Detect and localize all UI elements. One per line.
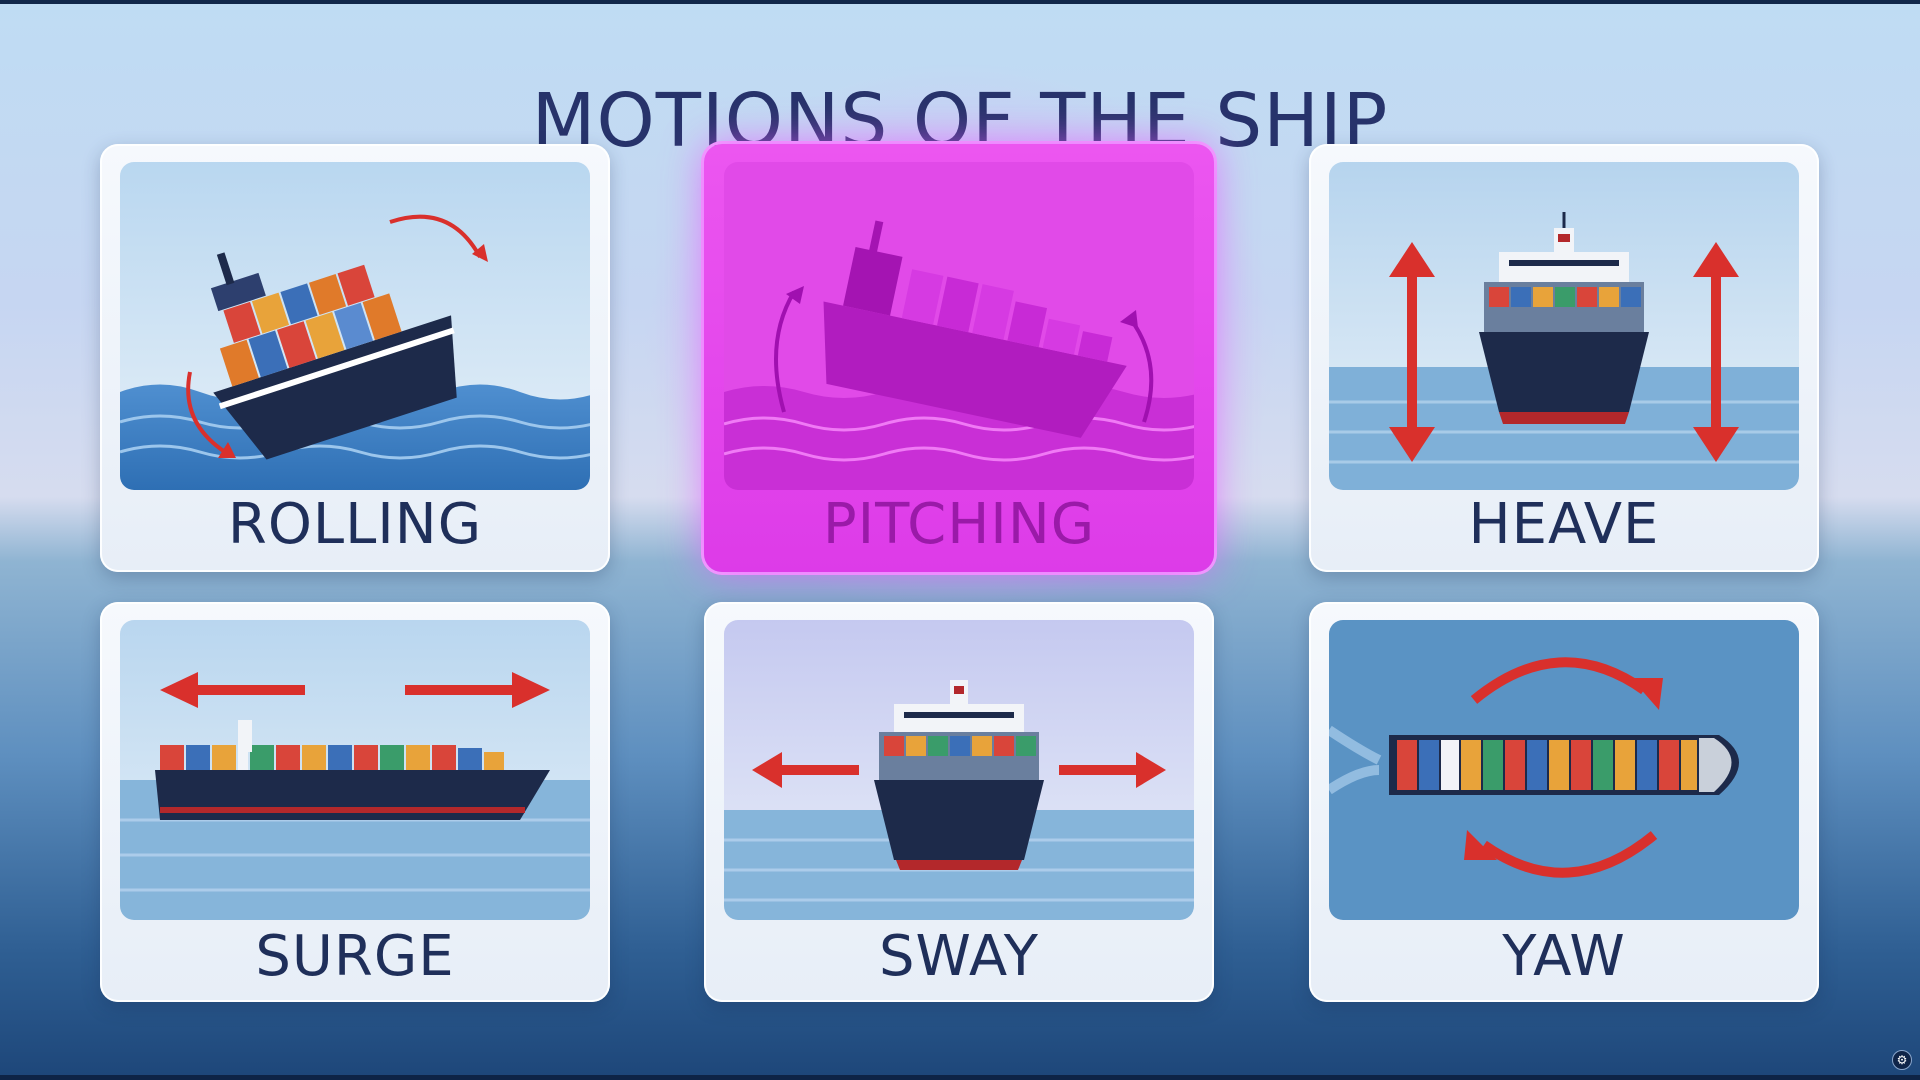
card-label-sway: SWAY (878, 924, 1040, 989)
card-label-surge: SURGE (255, 924, 455, 989)
card-yaw[interactable]: YAW (1309, 602, 1819, 1002)
bottom-bar (0, 1075, 1920, 1080)
card-surge[interactable]: SURGE (100, 602, 610, 1002)
ship-yaw-icon (1329, 620, 1799, 920)
ship-sway-icon (724, 620, 1194, 920)
ship-pitching-icon (724, 162, 1194, 490)
settings-icon[interactable]: ⚙ (1892, 1050, 1912, 1070)
ship-heave-icon (1329, 162, 1799, 490)
card-pitching[interactable]: PITCHING (704, 144, 1214, 572)
top-bar (0, 0, 1920, 4)
card-label-yaw: YAW (1502, 924, 1626, 989)
card-heave[interactable]: HEAVE (1309, 144, 1819, 572)
ship-rolling-icon (120, 162, 590, 490)
card-rolling[interactable]: ROLLING (100, 144, 610, 572)
ship-surge-icon (120, 620, 590, 920)
card-label-rolling: ROLLING (227, 492, 483, 557)
card-label-heave: HEAVE (1468, 492, 1660, 557)
card-label-pitching: PITCHING (822, 492, 1096, 557)
card-sway[interactable]: SWAY (704, 602, 1214, 1002)
